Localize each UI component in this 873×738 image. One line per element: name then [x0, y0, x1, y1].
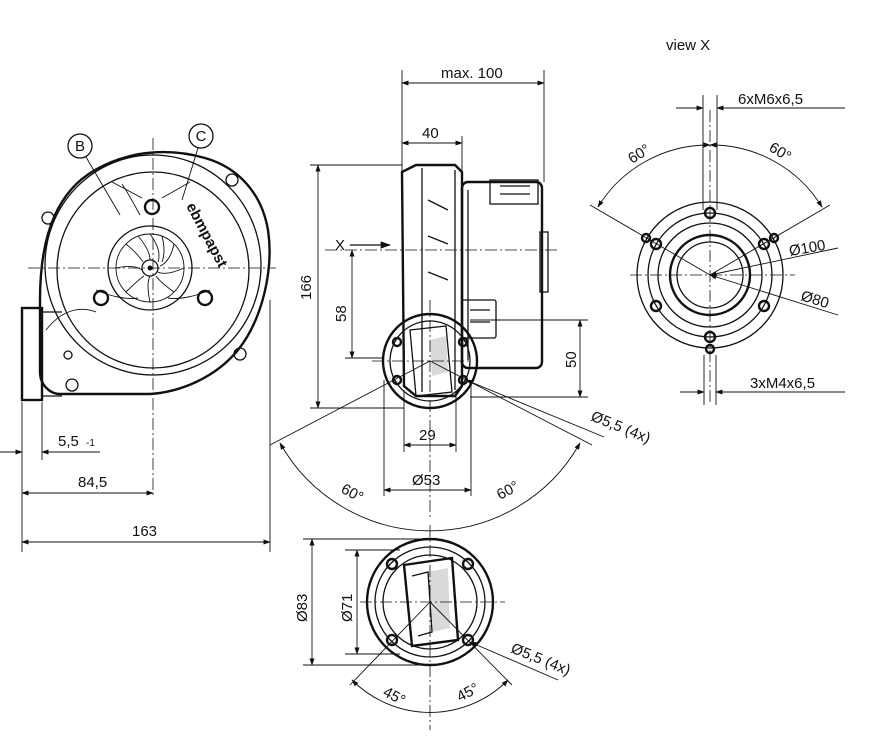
brand-label: ebmpapst [182, 200, 230, 271]
dim-max-depth: max. 100 [441, 65, 503, 82]
dim-flange: 5,5 [58, 433, 79, 450]
outlet-flange [20, 306, 44, 402]
dim-50: 50 [563, 351, 580, 368]
outlet-view: Ø83 Ø71 Ø5,5 (4x) 45° 45° [294, 525, 573, 730]
dim-axis: 84,5 [78, 474, 107, 491]
dim-height: 166 [298, 275, 315, 300]
dim-40: 40 [422, 125, 439, 142]
side-dim-holes: Ø5,5 (4x) [589, 408, 653, 447]
dim-flange-tol: -1 [86, 438, 95, 449]
outlet-angle-left: 45° [380, 684, 408, 710]
dim-80: Ø80 [799, 288, 831, 313]
dim-100: Ø100 [788, 237, 827, 260]
side-view: max. 100 40 166 58 50 29 Ø53 Ø5,5 (4x) [269, 65, 653, 532]
dim-29: 29 [419, 427, 436, 444]
side-angle-left: 60° [338, 481, 366, 507]
dim-threads-top: 6xM6x6,5 [738, 91, 803, 108]
callout-b [67, 133, 93, 159]
outlet-dim-holes: Ø5,5 (4x) [509, 640, 573, 679]
view-x-angle-left: 60° [625, 141, 653, 167]
dim-threads-bottom: 3xM4x6,5 [750, 375, 815, 392]
front-view: ebmpapst B C 5,5 -1 84,5 163 [0, 123, 276, 552]
side-angle-right: 60° [494, 478, 522, 504]
callout-b-label: B [75, 138, 85, 155]
dim-width: 163 [132, 523, 157, 540]
dim-83: Ø83 [294, 594, 311, 622]
view-x-title: view X [666, 37, 710, 54]
view-x: view X 6xM6x6,5 3xM4x6,5 [589, 37, 845, 405]
dim-outlet-dia: Ø53 [412, 472, 440, 489]
view-x-angle-right: 60° [766, 139, 794, 165]
impeller-blades [115, 233, 185, 303]
dim-71: Ø71 [339, 594, 356, 622]
callout-c-label: C [196, 128, 207, 145]
dim-58: 58 [333, 305, 350, 322]
view-marker: X [335, 237, 345, 254]
callout-c [188, 123, 214, 149]
